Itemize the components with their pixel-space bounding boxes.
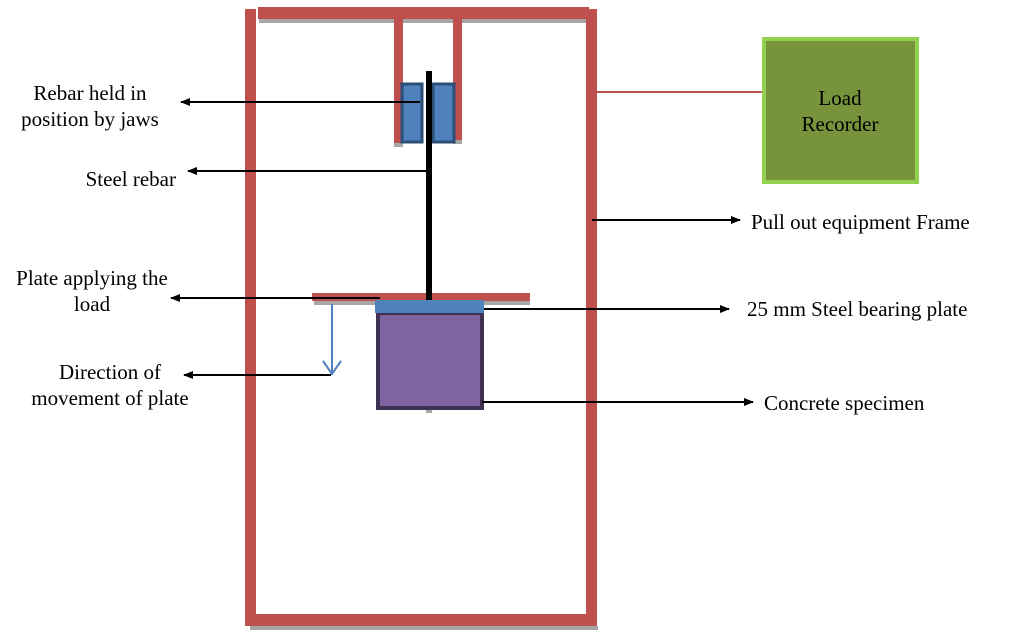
- label-direction: Direction of movement of plate: [31, 360, 189, 410]
- label-rebar-jaws: Rebar held in position by jaws: [21, 81, 159, 131]
- jaw-hanger-right: [453, 14, 462, 140]
- jaw-right: [431, 82, 456, 144]
- load-recorder-box: [762, 37, 919, 184]
- leader-lines: [170, 98, 754, 406]
- label-specimen: Concrete specimen: [764, 391, 925, 415]
- concrete-specimen: [376, 311, 484, 410]
- load-plate: [312, 293, 530, 301]
- label-plate-load: Plate applying the load: [16, 266, 168, 316]
- label-frame: Pull out equipment Frame: [751, 210, 970, 234]
- label-bearing-plate: 25 mm Steel bearing plate: [747, 297, 968, 321]
- frame-bottom-beam: [245, 614, 597, 626]
- frame-left-post: [245, 9, 256, 626]
- bearing-plate: [375, 300, 484, 313]
- specimen-shadow: [426, 409, 432, 413]
- label-steel-rebar: Steel rebar: [85, 167, 176, 191]
- load-recorder-label: Load Recorder: [801, 86, 879, 136]
- steel-rebar: [426, 71, 432, 300]
- jaw-left: [400, 82, 424, 144]
- frame-shadow: [250, 19, 598, 630]
- direction-arrow: [322, 304, 342, 376]
- frame-top-beam: [258, 7, 589, 19]
- frame-right-post: [586, 9, 597, 626]
- jaw-hanger-left: [394, 14, 403, 143]
- pull-out-frame: [245, 7, 597, 626]
